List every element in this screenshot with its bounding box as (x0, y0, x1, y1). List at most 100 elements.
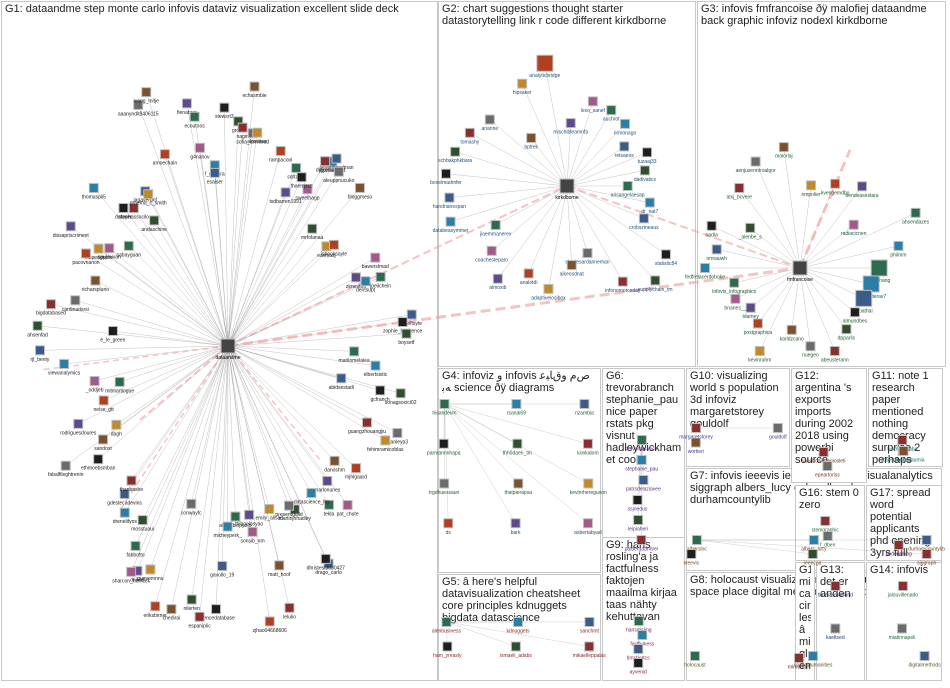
node-g1[interactable]: presentguild (275, 500, 303, 518)
node-g5[interactable]: ham_yreasly (433, 641, 462, 659)
node-g2[interactable]: handrianespan (433, 192, 466, 210)
node-g16[interactable]: stemgraphic (812, 516, 840, 534)
node-g2[interactable]: supplychain_tm (638, 275, 673, 293)
node-g6[interactable]: trevorabranch (626, 435, 657, 453)
node-g6[interactable]: paldergaanrirei (625, 535, 658, 553)
node-g2[interactable]: jiaemmanerev (479, 220, 512, 238)
node-g3[interactable]: lnfovis_infographics (712, 277, 757, 295)
node-g15[interactable]: minardfan (788, 653, 810, 671)
node-g1[interactable]: rampacool (269, 146, 292, 164)
node-g2[interactable]: analotdi (520, 268, 538, 286)
node-g3[interactable]: kvengemdbo (821, 178, 850, 196)
node-g2[interactable]: auchrot (603, 105, 620, 123)
node-g1[interactable]: sweethagp (295, 184, 320, 202)
node-g13[interactable]: thomasmaillund (818, 581, 853, 599)
node-g1[interactable]: stwiftsyte (401, 309, 422, 327)
node-g2[interactable]: statistic84 (655, 249, 677, 267)
node-g1[interactable]: sciencedatabase (197, 604, 235, 622)
node-g1[interactable]: gavollo_19 (210, 561, 234, 579)
node-g2[interactable]: crobszineaux (629, 213, 659, 231)
node-g3[interactable]: bendeasestara (845, 181, 879, 199)
node-g10[interactable]: wortieri (688, 437, 704, 455)
node-g2[interactable]: lexo_sanef (581, 96, 606, 114)
node-g5[interactable]: mikaelleppalas (573, 641, 607, 659)
node-g1[interactable]: sabayguan (117, 240, 142, 258)
node-g1[interactable]: abidsestadi (329, 373, 354, 391)
node-g14[interactable]: jalouvillenado (887, 581, 919, 599)
hub-node-kirkdborne[interactable]: kirkdborne (555, 178, 579, 201)
node-g1[interactable]: thaerrjacc (291, 172, 313, 190)
node-g4[interactable]: trgdhuessaun (429, 478, 460, 496)
node-g1[interactable]: lelulio (283, 602, 296, 620)
node-g3[interactable]: ahsendazes (902, 207, 930, 225)
node-g8[interactable]: spatialhumanities (794, 651, 833, 669)
node-g5[interactable]: ismaeli_adabs (500, 641, 532, 659)
node-g2[interactable]: infonomotceday (605, 276, 641, 294)
node-g1[interactable]: sonsib_nm (240, 526, 265, 544)
node-g1[interactable]: guangzhouangjiu (348, 417, 386, 435)
node-g4[interactable]: hisandevm (432, 399, 457, 417)
node-g1[interactable]: mrfolanaa (301, 223, 323, 241)
node-g2[interactable]: dr_nat7 (641, 197, 659, 215)
node-g4[interactable]: parmannnhapa (427, 438, 461, 456)
node-g1[interactable]: mosstuaui (131, 515, 154, 533)
node-g1[interactable]: andaschine (141, 215, 167, 233)
node-g1[interactable]: fabalfileghtrenin (48, 460, 84, 478)
node-g1[interactable]: ethmoebsmban (81, 454, 116, 472)
node-g3[interactable]: kevinruhm (748, 346, 771, 364)
node-g1[interactable]: pat_chute (337, 500, 359, 518)
node-g4[interactable]: thatpierapsa (504, 478, 532, 496)
node-g1[interactable]: dissapriscriment (53, 221, 90, 239)
node-g1[interactable]: espaniplic (188, 611, 211, 629)
node-g2[interactable]: charlesardanneman (565, 248, 610, 266)
node-g1[interactable]: emily_allsad (256, 503, 284, 521)
node-g3[interactable]: nmpnlier (801, 180, 821, 198)
node-g1[interactable]: amoechain (153, 149, 178, 167)
node-g1[interactable]: rodriguesdoures (60, 418, 97, 436)
node-g3[interactable]: nadia (706, 220, 718, 238)
node-g3[interactable]: radiacicnen (841, 219, 867, 237)
node-g3[interactable]: tdamey (742, 302, 759, 320)
node-g16[interactable]: f_dben (820, 531, 836, 549)
node-g7[interactable]: siggraph (917, 549, 936, 567)
node-g1[interactable]: drenelifyos (113, 507, 138, 525)
node-g1[interactable]: fehimramicoblas (367, 435, 404, 453)
node-g1[interactable]: gueyemnnu (137, 564, 164, 582)
node-g1[interactable]: tsdbarren1991 (269, 187, 302, 205)
node-g1[interactable]: aleuppnucuko (323, 166, 355, 184)
node-g2[interactable]: mischibleamnfa (553, 118, 588, 136)
node-g4[interactable]: rsanai69 (507, 399, 526, 417)
node-g1[interactable]: zjhao04668606 (253, 616, 287, 634)
node-g1[interactable]: sdrtanlir (287, 162, 305, 180)
node-g1[interactable]: alnxesun (247, 127, 267, 145)
node-g2[interactable]: tomashy (460, 127, 480, 145)
node-g1[interactable]: diaconiv (316, 156, 335, 174)
node-g1[interactable]: pauleuvan (98, 243, 121, 261)
node-g6[interactable]: leipiaheri (628, 515, 648, 533)
node-g1[interactable]: sonagsocici02 (385, 388, 417, 406)
node-g1[interactable]: viewanalymics (48, 358, 81, 376)
node-g1[interactable]: graema_c_smith (130, 189, 167, 207)
node-g2[interactable]: bpttek (524, 132, 538, 150)
node-g1[interactable]: matt_hoof (268, 560, 291, 578)
node-g10[interactable]: gouldolf (769, 423, 787, 441)
node-g1[interactable]: ahsakbinpyofo (219, 511, 252, 529)
node-g3[interactable]: fedfrelacerdoboke (685, 263, 725, 281)
node-g1[interactable]: pacovnanon (72, 248, 100, 266)
node-g11[interactable]: sashnik (895, 446, 913, 464)
node-g1[interactable]: thanbashe (120, 475, 144, 493)
node-g1[interactable]: nagin (236, 122, 249, 140)
node-g6[interactable]: stephanie_pau (625, 455, 658, 473)
node-g2[interactable]: analyticbridge (529, 54, 561, 79)
node-g1[interactable]: nilerten (183, 594, 200, 612)
node-g4[interactable]: thh0daen_tm (503, 438, 532, 456)
node-g3[interactable]: alxj_bcvere (727, 182, 753, 200)
node-g1[interactable]: bloggmeso (348, 182, 373, 200)
node-g1[interactable]: fienabror (177, 98, 197, 116)
node-g5[interactable]: alenbusiness (432, 617, 462, 635)
hub-node-fmfrancoise[interactable]: fmfrancoise (787, 260, 813, 283)
node-g4[interactable]: asbertabyad (574, 518, 602, 536)
node-g4[interactable]: kevinrhereguson (570, 478, 607, 496)
node-g1[interactable]: isbooksayle (321, 239, 347, 257)
node-g4[interactable]: ds (443, 518, 454, 536)
